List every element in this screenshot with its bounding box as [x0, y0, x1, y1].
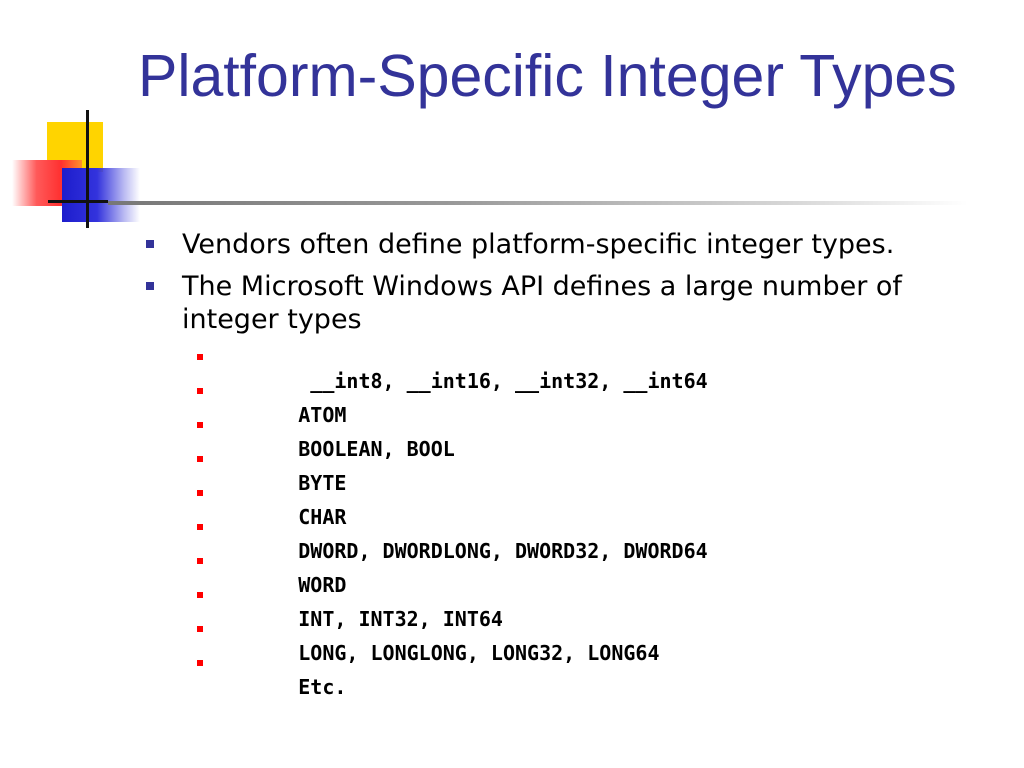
square-bullet-icon — [197, 524, 203, 530]
sub-bullet-item: ATOM — [0, 379, 1024, 427]
square-bullet-icon — [197, 626, 203, 632]
bullet-text: The Microsoft Windows API defines a larg… — [182, 271, 902, 335]
sub-bullet-item: Etc. — [0, 651, 1024, 699]
logo-vertical-line — [86, 110, 89, 228]
slide-body: Vendors often define platform-specific i… — [0, 228, 1024, 699]
sub-bullet-item: LONG, LONGLONG, LONG32, LONG64 — [0, 617, 1024, 665]
sub-bullet-item: BOOLEAN, BOOL — [0, 413, 1024, 461]
sub-bullet-text: __int8, __int16, __int32, __int64 — [298, 369, 708, 393]
logo-blue-square — [62, 168, 140, 222]
sub-bullet-item: DWORD, DWORDLONG, DWORD32, DWORD64 — [0, 515, 1024, 563]
sub-bullet-item: INT, INT32, INT64 — [0, 583, 1024, 631]
square-bullet-icon — [146, 282, 154, 290]
sub-bullet-item: CHAR — [0, 481, 1024, 529]
square-bullet-icon — [197, 592, 203, 598]
bullet-text: Vendors often define platform-specific i… — [182, 229, 895, 260]
slide-title: Platform-Specific Integer Types — [138, 43, 957, 109]
sub-bullet-text: BYTE — [298, 471, 347, 495]
square-bullet-icon — [197, 660, 203, 666]
sub-bullet-item: __int8, __int16, __int32, __int64 — [0, 345, 1024, 393]
logo-horizontal-line — [48, 200, 108, 203]
square-bullet-icon — [197, 490, 203, 496]
sub-bullet-text: WORD — [298, 573, 347, 597]
bullet-item: The Microsoft Windows API defines a larg… — [0, 270, 972, 336]
sub-bullet-text: LONG, LONGLONG, LONG32, LONG64 — [298, 641, 660, 665]
sub-bullet-text: BOOLEAN, BOOL — [298, 437, 455, 461]
square-bullet-icon — [197, 422, 203, 428]
square-bullet-icon — [146, 240, 154, 248]
sub-bullet-text: DWORD, DWORDLONG, DWORD32, DWORD64 — [298, 539, 708, 563]
sub-bullet-text: INT, INT32, INT64 — [298, 607, 503, 631]
bullet-item: Vendors often define platform-specific i… — [0, 228, 972, 261]
square-bullet-icon — [197, 456, 203, 462]
sub-bullet-item: BYTE — [0, 447, 1024, 495]
sub-bullet-text: CHAR — [298, 505, 347, 529]
sub-bullet-text: Etc. — [298, 675, 347, 699]
square-bullet-icon — [197, 388, 203, 394]
square-bullet-icon — [197, 354, 203, 360]
sub-bullet-item: WORD — [0, 549, 1024, 597]
sub-bullet-text: ATOM — [298, 403, 347, 427]
square-bullet-icon — [197, 558, 203, 564]
title-underline — [108, 201, 968, 205]
